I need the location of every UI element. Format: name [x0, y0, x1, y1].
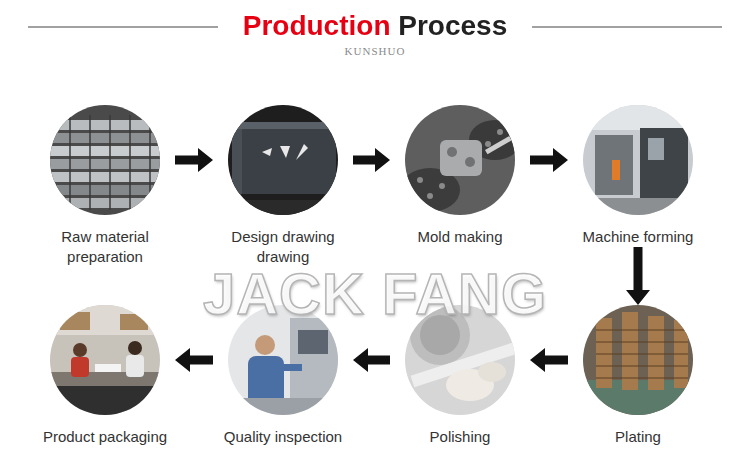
photo-plating	[583, 305, 693, 415]
step-caption: Machine forming	[568, 227, 708, 247]
photo-circle	[583, 305, 693, 415]
title-rule	[532, 26, 722, 27]
subtitle: KUNSHUO	[0, 45, 750, 57]
process-step: Machine forming	[568, 105, 708, 247]
photo-packaging	[50, 305, 160, 415]
flow-arrow	[353, 348, 390, 372]
photo-circle	[50, 105, 160, 215]
step-caption: Raw material preparation	[35, 227, 175, 267]
photo-mold	[400, 105, 521, 215]
step-caption: Plating	[568, 427, 708, 447]
process-step: Plating	[568, 305, 708, 447]
process-step: Raw material preparation	[35, 105, 175, 267]
flow-arrow	[530, 348, 568, 372]
step-caption: Mold making	[390, 227, 530, 247]
step-caption: Quality inspection	[213, 427, 353, 447]
flow-arrow	[626, 247, 650, 305]
watermark: JACK FANG	[0, 262, 750, 326]
process-step: Design drawing drawing	[213, 105, 353, 267]
diagram-title: Production Process	[243, 6, 508, 46]
photo-raw-material	[50, 105, 160, 215]
photo-circle	[50, 305, 160, 415]
flow-arrow	[530, 148, 568, 172]
photo-design	[228, 105, 338, 215]
flow-arrow	[175, 148, 213, 172]
step-caption: Design drawing drawing	[213, 227, 353, 267]
process-step: Polishing	[390, 305, 530, 447]
title-rule	[28, 26, 218, 27]
photo-circle	[405, 105, 515, 215]
flow-arrow	[353, 148, 390, 172]
title-bar: Production Process	[0, 6, 750, 46]
step-caption: Polishing	[390, 427, 530, 447]
process-step: Product packaging	[35, 305, 175, 447]
step-caption: Product packaging	[35, 427, 175, 447]
photo-circle	[583, 105, 693, 215]
flow-arrow	[175, 348, 213, 372]
process-step: Mold making	[390, 105, 530, 247]
photo-circle	[228, 105, 338, 215]
photo-machine	[583, 105, 693, 215]
process-step: Quality inspection	[213, 305, 353, 447]
